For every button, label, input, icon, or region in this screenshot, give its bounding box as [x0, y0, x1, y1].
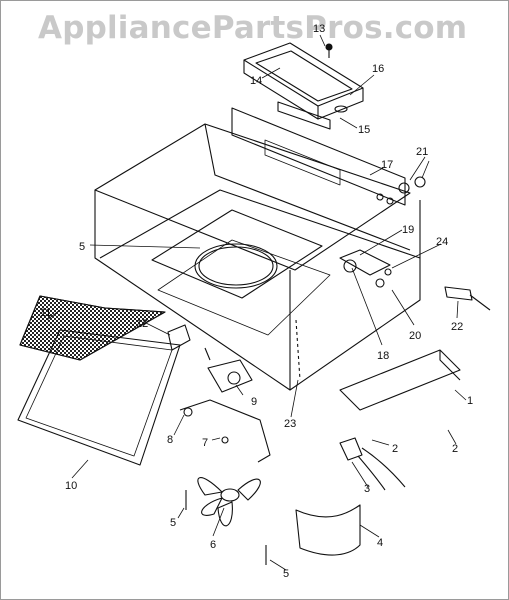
callout-label: 4	[377, 537, 383, 549]
callout-label: 17	[381, 159, 393, 171]
duct	[295, 504, 361, 556]
callout-label: 13	[313, 23, 325, 35]
hood-body	[94, 107, 426, 391]
callout-label: 1	[467, 395, 473, 407]
damper-bracket	[339, 349, 461, 411]
callout-label: 14	[250, 75, 262, 87]
capacitor	[339, 437, 363, 461]
callout-label: 11	[40, 307, 51, 319]
callout-label: 22	[451, 321, 463, 333]
callout-label: 6	[210, 539, 216, 551]
callout-label: 7	[202, 437, 208, 449]
callout-label: 3	[364, 483, 370, 495]
watermark: AppliancePartsPros.com	[38, 10, 468, 46]
callout-label: 10	[65, 480, 77, 492]
callout-label: 18	[377, 350, 389, 362]
callout-label: 21	[416, 146, 428, 158]
grease-filter	[17, 295, 181, 466]
power-plug	[444, 286, 473, 301]
light-cover-assembly	[243, 42, 364, 130]
callout-labels: 1 2 2 3 4 5 5 5 6 7 8 9 10 11 12 13 14 1…	[40, 23, 473, 580]
callout-label: 5	[170, 517, 176, 529]
callout-label: 20	[409, 330, 421, 342]
filter-clip	[167, 324, 191, 351]
callout-label: 23	[284, 418, 296, 430]
callout-label: 9	[251, 396, 257, 408]
callout-label: 16	[372, 63, 384, 75]
callout-label: 5	[79, 241, 85, 253]
callout-label: 5	[283, 568, 289, 580]
callout-label: 12	[136, 318, 148, 330]
motor-assembly	[179, 347, 271, 463]
callout-label: 2	[452, 443, 458, 455]
callout-label: 2	[392, 443, 398, 455]
callout-label: 24	[436, 236, 448, 248]
fan-blade	[197, 477, 261, 527]
callout-label: 8	[167, 434, 173, 446]
leader-lines	[46, 34, 467, 571]
callout-label: 19	[402, 224, 414, 236]
callout-label: 15	[358, 124, 370, 136]
